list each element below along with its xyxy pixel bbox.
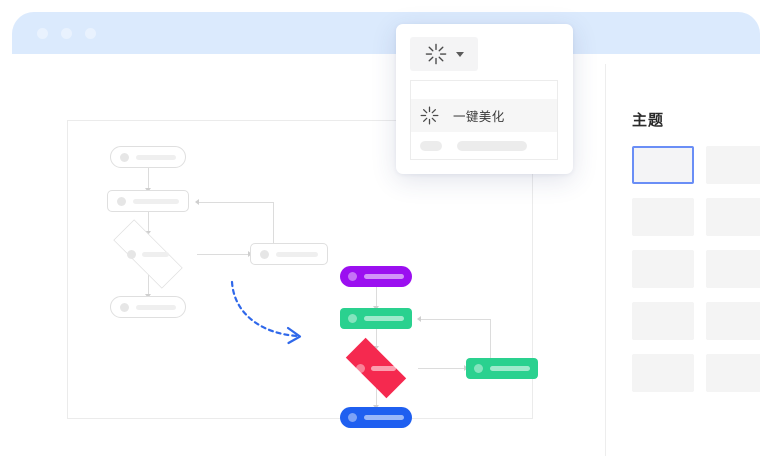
arrowhead-branch-process-icon — [195, 198, 199, 205]
after-node-decision[interactable] — [335, 337, 417, 399]
theme-tile-1[interactable] — [632, 146, 694, 184]
minimize-dot-icon[interactable] — [61, 27, 72, 39]
menu-item-one-click-beautify[interactable]: 一键美化 — [411, 99, 557, 132]
connector-process-decision — [148, 212, 149, 233]
connector-decision-end — [148, 275, 149, 296]
connector-process-decision — [376, 329, 377, 348]
sparkle-burst-icon — [420, 106, 439, 125]
theme-tile-3[interactable] — [632, 198, 694, 236]
before-node-end[interactable] — [110, 296, 186, 318]
connector-branch-up — [490, 319, 491, 359]
node-label-placeholder — [136, 304, 176, 310]
node-label-placeholder — [490, 366, 530, 371]
theme-tile-7[interactable] — [632, 302, 694, 340]
node-bullet-icon — [120, 302, 129, 312]
before-node-process[interactable] — [107, 190, 189, 212]
node-label-placeholder — [364, 415, 404, 420]
window-titlebar — [12, 12, 760, 54]
node-label-placeholder — [136, 154, 176, 160]
node-bullet-icon — [356, 363, 365, 373]
before-flowchart — [103, 146, 328, 318]
menu-placeholder-icon — [420, 141, 442, 151]
panel-divider — [605, 64, 606, 456]
theme-tile-6[interactable] — [706, 250, 760, 288]
node-bullet-icon — [348, 314, 357, 323]
node-label-placeholder — [142, 251, 169, 257]
node-bullet-icon — [348, 272, 357, 281]
menu-placeholder-label — [457, 141, 527, 151]
theme-panel-title: 主题 — [632, 112, 665, 129]
node-label-placeholder — [276, 251, 318, 257]
theme-tile-9[interactable] — [632, 354, 694, 392]
node-label-placeholder — [133, 198, 179, 204]
connector-branch-process — [420, 319, 490, 320]
app-window: 主题 — [12, 12, 760, 456]
connector-decision-end — [376, 388, 377, 407]
theme-tile-10[interactable] — [706, 354, 760, 392]
chevron-down-icon — [455, 51, 464, 57]
before-node-branch[interactable] — [250, 243, 328, 265]
dashed-curved-arrow-icon — [230, 280, 302, 345]
app-body: 主题 — [12, 54, 760, 456]
node-bullet-icon — [260, 249, 269, 259]
before-node-start[interactable] — [110, 146, 186, 168]
theme-tile-2[interactable] — [706, 146, 760, 184]
beautify-dropdown-menu: 一键美化 — [410, 80, 558, 160]
theme-panel: 主题 — [632, 109, 760, 392]
theme-grid — [632, 146, 760, 392]
node-bullet-icon — [348, 413, 357, 422]
node-bullet-icon — [127, 249, 136, 259]
sparkle-burst-icon — [425, 43, 446, 65]
menu-item-label: 一键美化 — [453, 110, 505, 124]
after-node-process[interactable] — [340, 308, 412, 329]
diamond-content — [335, 348, 417, 388]
after-node-start[interactable] — [340, 266, 412, 287]
diamond-content — [99, 233, 197, 275]
connector-branch-process — [197, 202, 273, 203]
beautify-toolbar-button[interactable] — [410, 37, 478, 71]
after-node-branch[interactable] — [466, 358, 538, 379]
connector-decision-branch — [418, 368, 466, 369]
maximize-dot-icon[interactable] — [85, 27, 96, 39]
beautify-float-panel: 一键美化 — [396, 24, 573, 174]
node-bullet-icon — [117, 196, 126, 206]
node-bullet-icon — [120, 152, 129, 162]
arrowhead-branch-process-icon — [417, 315, 421, 322]
theme-tile-4[interactable] — [706, 198, 760, 236]
connector-branch-up — [273, 202, 274, 243]
node-label-placeholder — [364, 274, 404, 279]
after-flowchart — [332, 266, 538, 428]
node-bullet-icon — [474, 364, 483, 373]
theme-tile-8[interactable] — [706, 302, 760, 340]
before-node-decision[interactable] — [99, 219, 197, 289]
transform-arrow — [218, 276, 318, 356]
menu-placeholder-row[interactable] — [420, 141, 527, 151]
connector-decision-branch — [197, 254, 250, 255]
connector-start-process — [148, 168, 149, 190]
node-label-placeholder — [371, 365, 396, 371]
close-dot-icon[interactable] — [37, 27, 48, 39]
after-node-end[interactable] — [340, 407, 412, 428]
theme-tile-5[interactable] — [632, 250, 694, 288]
connector-start-process — [376, 287, 377, 308]
node-label-placeholder — [364, 316, 404, 321]
